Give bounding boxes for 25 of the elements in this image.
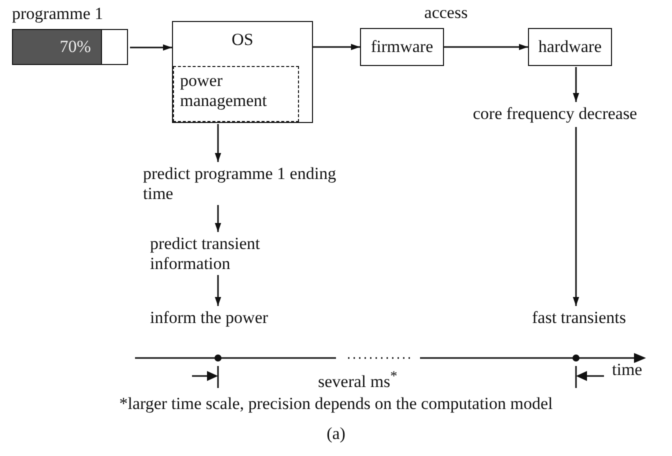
step-text: predict transient information xyxy=(150,234,300,274)
system-box: hardware xyxy=(528,28,612,66)
arrow xyxy=(214,275,222,306)
dashed-subsystem-box: power management xyxy=(173,66,299,122)
footnote: *larger time scale, precision depends on the computation model xyxy=(118,394,554,414)
programme-label: programme 1 xyxy=(12,4,104,24)
axis-label: time xyxy=(612,360,642,380)
arrow xyxy=(572,127,580,306)
system-box xyxy=(172,21,313,123)
step-text: predict programme 1 ending time xyxy=(143,164,343,204)
arrow xyxy=(214,205,222,232)
progress-fill: 70% xyxy=(13,30,102,64)
duration-label: several ms$^{*}$ xyxy=(318,368,398,392)
arrow xyxy=(130,44,172,51)
system-box: firmware xyxy=(360,28,444,66)
step-text: fast transients xyxy=(524,308,634,330)
box-title: OS xyxy=(230,29,254,50)
edge-label: access xyxy=(423,3,469,23)
caption: (a) xyxy=(326,424,346,444)
arrow xyxy=(214,124,222,162)
arrow xyxy=(444,44,528,50)
arrow xyxy=(572,67,580,102)
step-text: core frequency decrease xyxy=(450,104,660,126)
arrow xyxy=(313,44,360,50)
step-text: inform the power xyxy=(150,308,290,330)
